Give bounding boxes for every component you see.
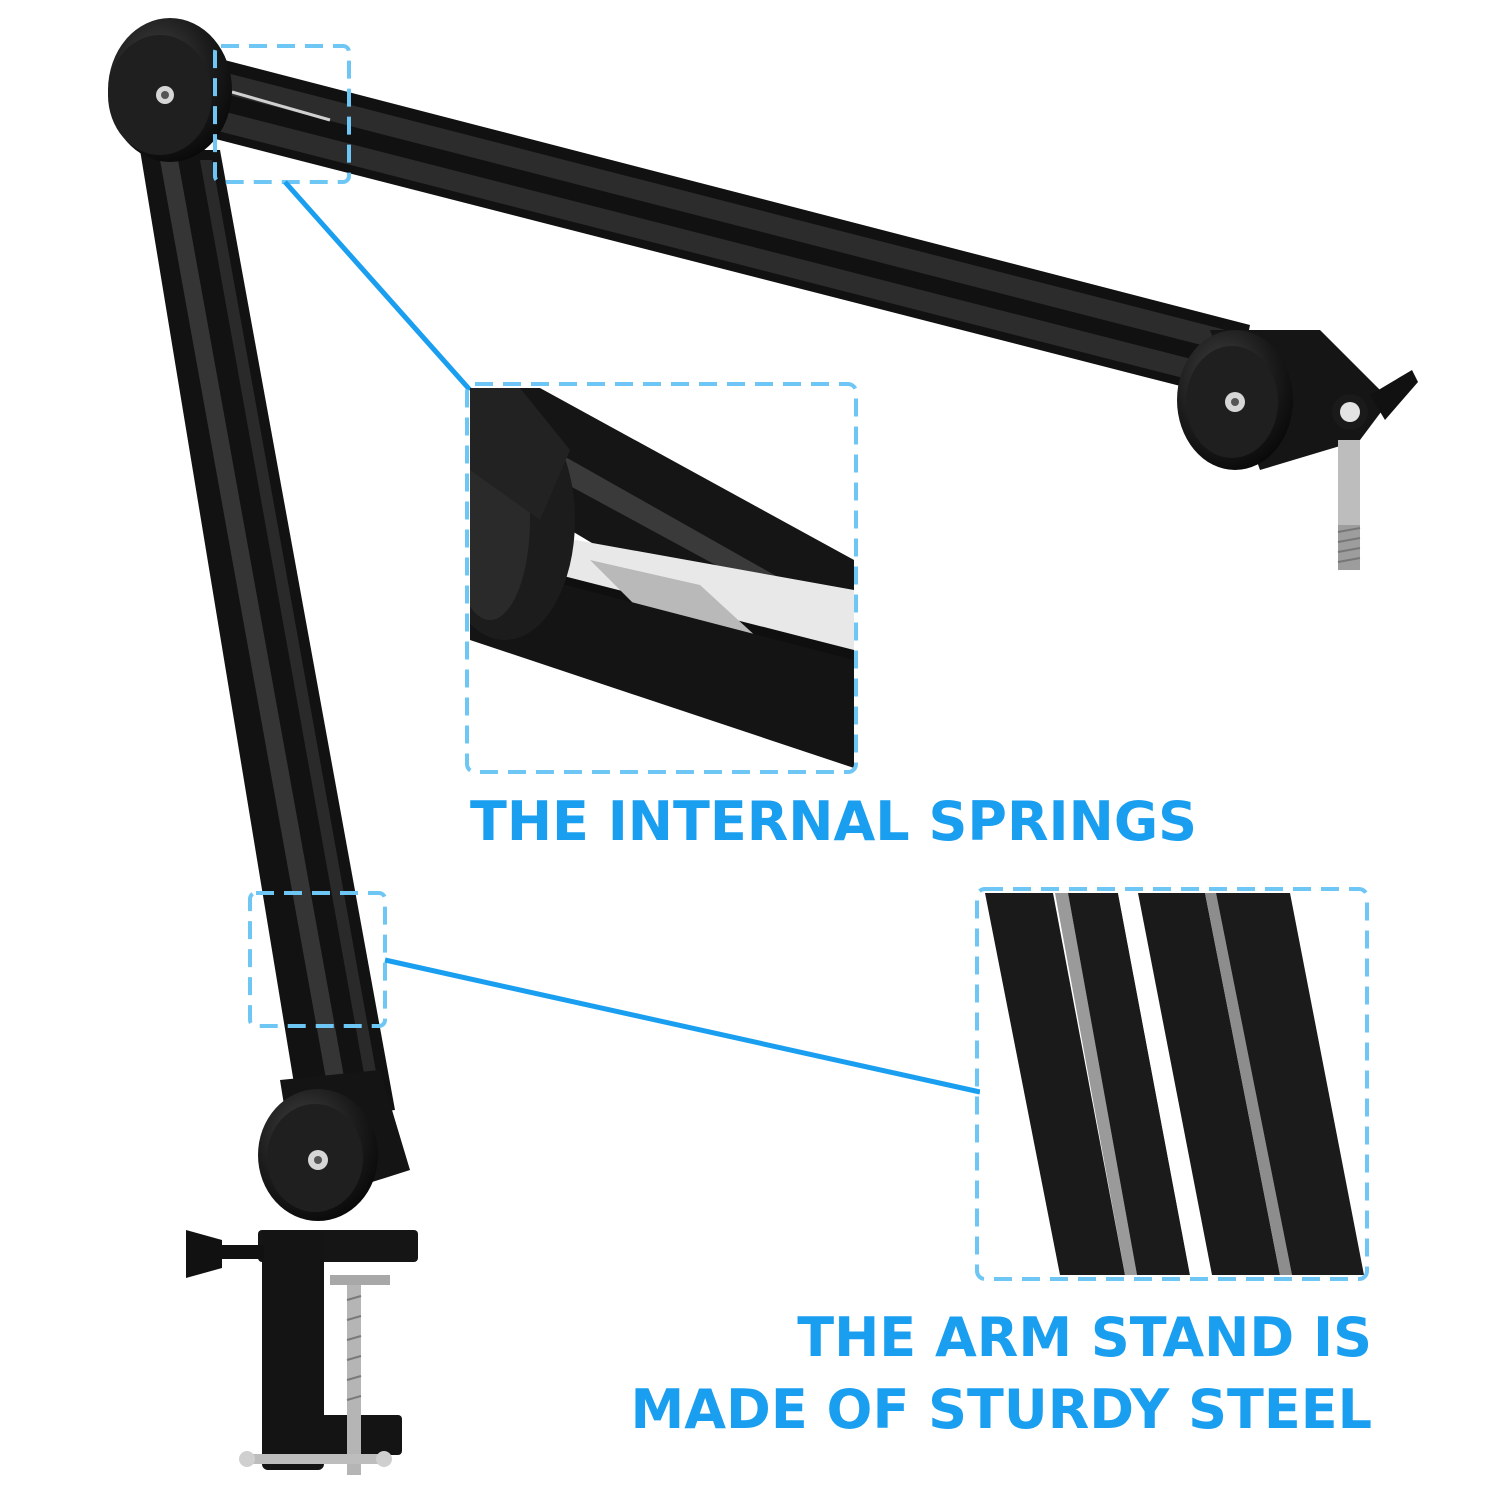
steel-leader-line (384, 957, 981, 1095)
springs-caption: THE INTERNAL SPRINGS (470, 790, 1198, 853)
steel-callout (248, 887, 1369, 1281)
steel-caption-line-2: MADE OF STURDY STEEL (630, 1378, 1373, 1441)
steel-caption-line-1: THE ARM STAND IS (797, 1306, 1372, 1369)
steel-source-box (248, 891, 387, 1028)
springs-zoom-image (470, 388, 854, 768)
upper-arm (200, 55, 1250, 400)
springs-source-box (213, 44, 351, 184)
top-joint (108, 18, 232, 162)
springs-zoom-box (465, 382, 858, 774)
steel-zoom-box (975, 887, 1369, 1281)
steel-caption: THE ARM STAND IS MADE OF STURDY STEEL (631, 1302, 1373, 1446)
steel-zoom-image (980, 893, 1364, 1275)
lower-arm (140, 150, 395, 1120)
springs-callout (213, 44, 858, 774)
springs-leader-line (283, 180, 472, 392)
bottom-joint-and-clamp (186, 1070, 418, 1475)
right-joint (1177, 330, 1418, 570)
